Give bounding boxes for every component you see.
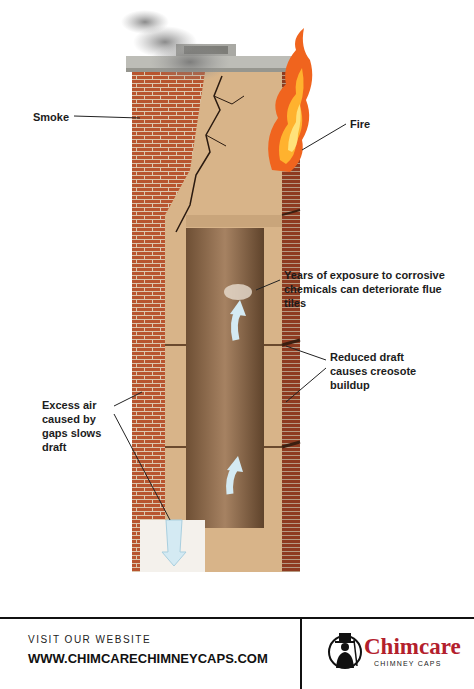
panel-text: CHIMNEY CAPS xyxy=(374,659,470,669)
callout-label: Excess air caused by gaps slows draft xyxy=(42,398,114,454)
panel-text: WWW.CHIMCARECHIMNEYCAPS.COM xyxy=(28,650,292,668)
panel-heading: Chimcare xyxy=(364,635,470,659)
logo-panel: ChimcareCHIMNEY CAPS xyxy=(302,617,474,689)
panel-heading: VISIT OUR WEBSITE xyxy=(28,633,292,647)
callout-label: Years of exposure to corrosive chemicals… xyxy=(284,268,459,310)
callout-label: Fire xyxy=(350,117,390,131)
callout-label: Smoke xyxy=(33,110,93,124)
callout-label: Reduced draft causes creosote buildup xyxy=(330,350,435,392)
website-panel: VISIT OUR WEBSITE WWW.CHIMCARECHIMNEYCAPS… xyxy=(0,617,302,689)
